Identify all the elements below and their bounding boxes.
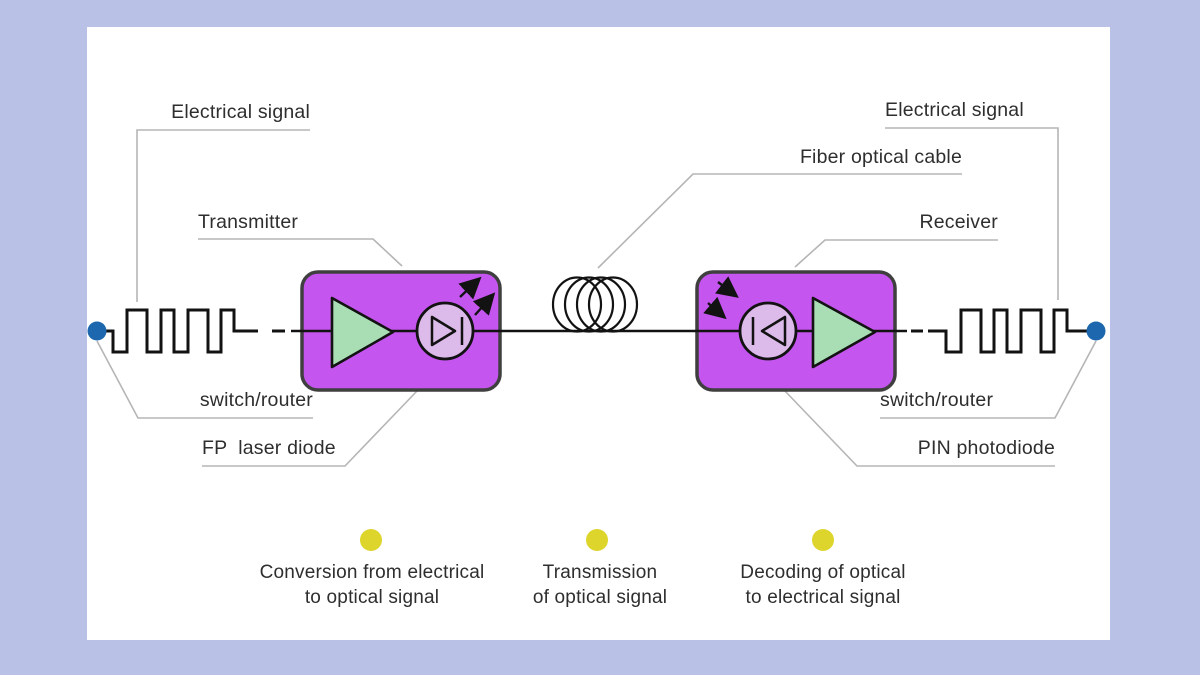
- fp-laser-diode-icon: [415, 276, 496, 361]
- step-dot-conversion: [360, 529, 382, 551]
- step-dot-decoding: [812, 529, 834, 551]
- leader-electrical-signal-right: [885, 127, 1059, 300]
- caption-conversion: Conversion from electrical to optical si…: [232, 560, 512, 610]
- caption-transmission-line2: of optical signal: [532, 587, 668, 608]
- square-wave-right: [928, 308, 1087, 354]
- receiver-amplifier-icon: [811, 296, 877, 369]
- label-electrical-signal-left: Electrical signal: [171, 101, 310, 123]
- label-switch-router-right: switch/router: [880, 389, 994, 411]
- diagram-card: Electrical signal Transmitter Fiber opti…: [87, 27, 1110, 640]
- leader-fiber-optical-cable: [597, 173, 962, 269]
- leader-switch-router-left: [96, 340, 313, 419]
- caption-conversion-line1: Conversion from electrical: [259, 562, 485, 583]
- label-pin-photodiode: PIN photodiode: [917, 437, 1055, 459]
- caption-conversion-line2: to optical signal: [304, 587, 440, 608]
- label-receiver: Receiver: [919, 211, 998, 233]
- leader-electrical-signal-left: [136, 129, 310, 302]
- caption-transmission-line1: Transmission: [542, 562, 658, 583]
- transmitter-amplifier-icon: [330, 296, 395, 369]
- fiber-coil-icon: [551, 276, 639, 333]
- label-electrical-signal-right: Electrical signal: [885, 99, 1024, 121]
- leader-transmitter: [198, 238, 403, 267]
- label-switch-router-left: switch/router: [199, 389, 313, 411]
- leader-fp-laser-diode: [202, 390, 418, 467]
- light-out-arrows-icon: [458, 276, 496, 316]
- fiber-optics-diagram-canvas: [87, 127, 1106, 551]
- leader-receiver: [794, 239, 998, 268]
- leader-switch-router-right: [880, 340, 1097, 419]
- light-in-arrows-icon: [703, 276, 739, 320]
- caption-decoding-line1: Decoding of optical: [740, 562, 906, 583]
- endpoint-dot-right: [1086, 321, 1106, 341]
- label-transmitter: Transmitter: [198, 211, 299, 233]
- pin-photodiode-icon: [703, 276, 798, 361]
- caption-decoding-line2: to electrical signal: [745, 587, 901, 608]
- endpoint-dot-left: [87, 321, 107, 341]
- caption-transmission: Transmission of optical signal: [460, 560, 740, 610]
- step-dot-transmission: [586, 529, 608, 551]
- callout-leader-lines: [96, 127, 1097, 467]
- leader-pin-photodiode: [784, 390, 1055, 467]
- caption-decoding: Decoding of optical to electrical signal: [683, 560, 963, 610]
- label-fiber-optical-cable: Fiber optical cable: [799, 146, 962, 168]
- label-fp-laser-diode: FP laser diode: [202, 437, 336, 459]
- square-wave-left: [97, 308, 258, 354]
